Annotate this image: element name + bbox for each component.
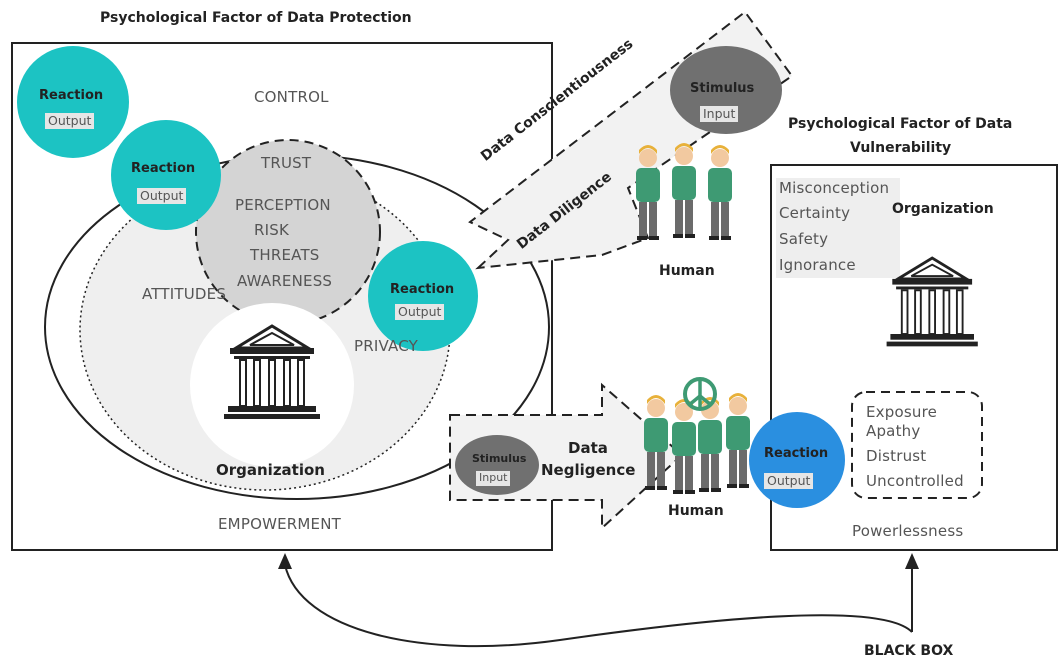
awareness-label: AWARENESS <box>237 272 333 290</box>
reaction-label-2: Reaction <box>131 161 196 176</box>
trust-circle <box>195 139 381 325</box>
output-tag-blue: Output <box>764 473 814 490</box>
output-tag-1: Output <box>45 113 95 130</box>
stimulus-label-lower: Stimulus <box>472 452 527 465</box>
feedback-arrow-left <box>284 564 913 648</box>
risk-apathy: Apathy <box>866 422 921 440</box>
risk-distrust: Distrust <box>866 447 927 465</box>
reaction-label-3: Reaction <box>390 282 455 297</box>
peace-icon <box>683 377 717 411</box>
attitudes-label: ATTITUDES <box>142 285 227 303</box>
stimulus-ellipse-upper <box>670 46 782 134</box>
reaction-circle-1 <box>17 46 129 158</box>
human-group-upper-icon <box>636 143 732 240</box>
reaction-circle-3 <box>368 241 478 351</box>
protection-title: Psychological Factor of Data Protection <box>100 10 412 26</box>
data-label: Data <box>568 439 608 457</box>
vulnerability-title-line2: Vulnerability <box>850 140 952 156</box>
threats-label: THREATS <box>250 246 320 264</box>
perception-label: PERCEPTION <box>235 196 331 214</box>
empowerment-label: EMPOWERMENT <box>218 515 342 533</box>
powerlessness-label: Powerlessness <box>852 522 964 540</box>
organization-label: Organization <box>216 461 325 479</box>
risks-box <box>851 391 983 499</box>
stimulus-label-upper: Stimulus <box>690 81 755 96</box>
reaction-label-blue: Reaction <box>764 446 829 461</box>
factor-misconception: Misconception <box>779 179 890 197</box>
organization-label-right: Organization <box>892 201 994 217</box>
vulnerability-title-line1: Psychological Factor of Data <box>788 116 1013 132</box>
output-tag-2: Output <box>137 188 187 205</box>
control-label: CONTROL <box>254 88 329 106</box>
risk-uncontrolled: Uncontrolled <box>866 472 964 490</box>
human-label-upper: Human <box>659 263 715 279</box>
negligence-label: Negligence <box>541 461 636 479</box>
input-tag-upper: Input <box>700 106 739 123</box>
risk-label: RISK <box>254 221 290 239</box>
factors-highlight <box>776 178 900 278</box>
black-box-label: BLACK BOX <box>864 643 954 659</box>
trust-label: TRUST <box>261 154 312 172</box>
factor-certainty: Certainty <box>779 204 851 222</box>
human-label-lower: Human <box>668 503 724 519</box>
factor-safety: Safety <box>779 230 829 248</box>
organization-circle <box>190 303 354 467</box>
privacy-label: PRIVACY <box>354 337 418 355</box>
input-tag-lower: Input <box>476 471 511 486</box>
risk-exposure: Exposure <box>866 403 938 421</box>
output-tag-3: Output <box>395 304 445 321</box>
factor-ignorance: Ignorance <box>779 256 856 274</box>
reaction-label-1: Reaction <box>39 88 104 103</box>
